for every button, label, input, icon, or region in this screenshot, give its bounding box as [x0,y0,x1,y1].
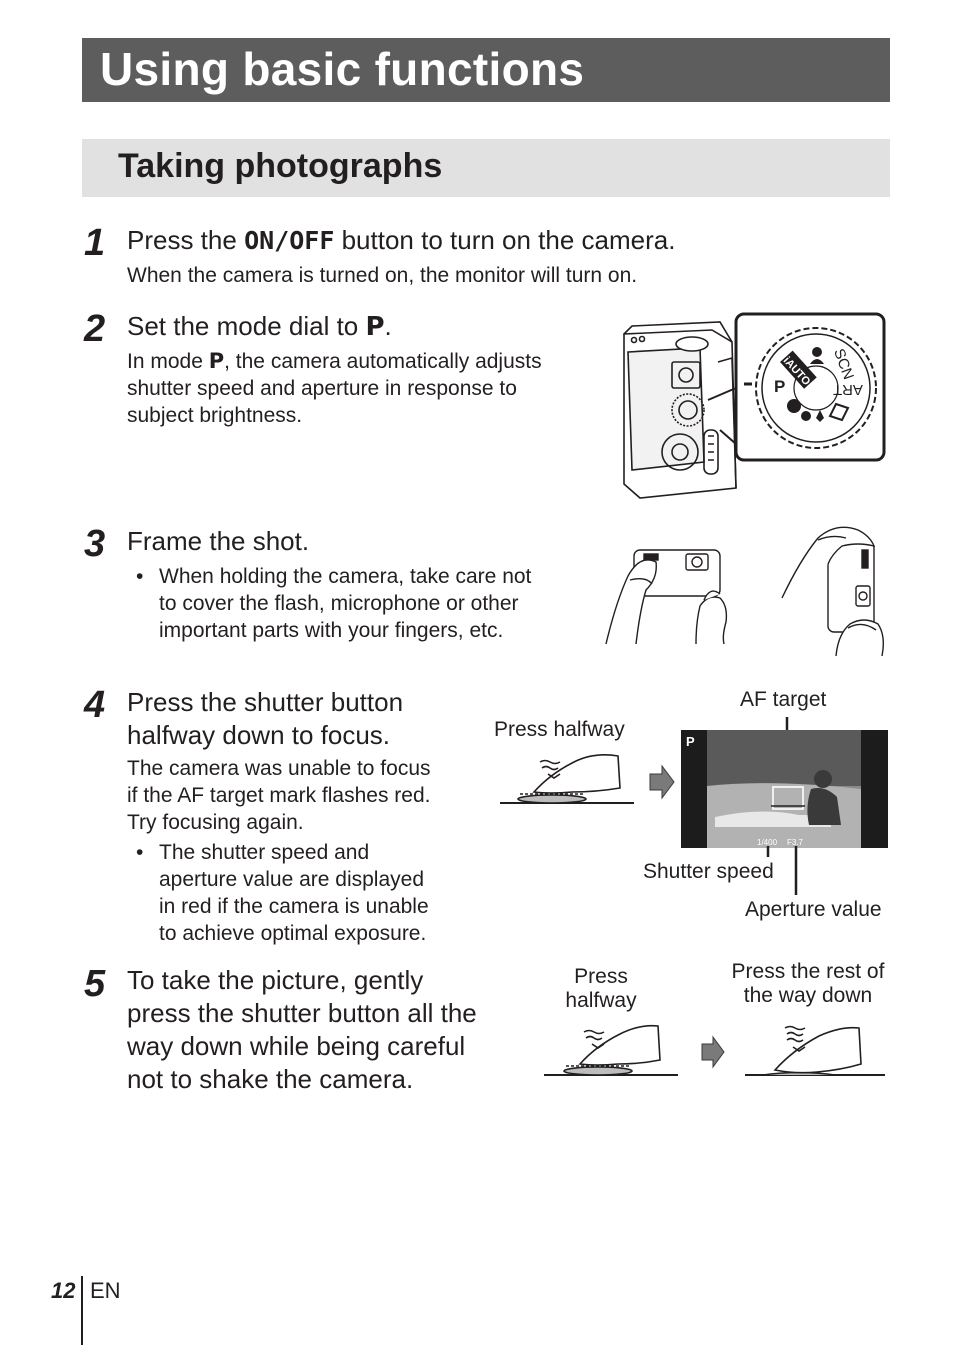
holding-camera-horizontal-illustration [605,549,728,645]
step-5-number: 5 [84,963,106,1005]
step-5-heading: To take the picture, gently press the sh… [127,964,477,1096]
callout-connector [707,387,737,445]
language-code: EN [90,1278,121,1303]
caption-line: the way down [743,984,873,1007]
step-2-heading-pre: Set the mode dial to [127,311,366,341]
step-2-body-line-1-post: , the camera automatically adjusts [224,350,542,373]
camera-top-view [623,321,737,499]
on-off-key: ON/OFF [244,226,335,255]
photo-background-trees [707,730,861,786]
step-2-body-line-1: In mode P, the camera automatically adju… [127,348,542,375]
half-press-finger-illustration-2 [544,1024,678,1076]
dial-label-art: ART [833,381,863,398]
mode-p-symbol: P [365,312,385,342]
arrow-right-icon-2 [701,1035,725,1069]
bullet-dot: • [136,565,144,588]
step-3-number: 3 [84,523,106,565]
mode-p-symbol-inline: P [208,349,225,373]
af-target-frame [772,786,804,810]
step-3-bullet-block: • When holding the camera, take care not… [136,563,586,644]
half-press-finger-illustration [500,754,634,804]
screen-mode-indicator: P [686,734,695,749]
screen-shutter-value: 1/400 [757,838,778,847]
section-title-bar: Taking photographs [82,139,890,197]
step-4-bullet-line: The shutter speed and [159,841,370,864]
full-press-finger-illustration [745,1025,885,1076]
step-2-body-line-3: subject brightness. [127,404,303,427]
arrow-right-icon [649,764,675,800]
chapter-title: Using basic functions [100,43,585,95]
step-2-number: 2 [84,308,106,350]
step-2-body-line-2: shutter speed and aperture in response t… [127,377,517,400]
chapter-title-bar: Using basic functions [82,38,890,102]
dial-photo-story-icon [787,399,811,421]
dial-auto-badge [780,350,817,389]
step-4-body-line: if the AF target mark flashes red. [127,784,431,807]
step-2-body: In mode P, the camera automatically adju… [127,348,542,429]
footer-divider [81,1276,83,1345]
af-target-caption: AF target [740,688,827,711]
step-5-heading-line: press the shutter button all the [127,998,477,1028]
dial-magic-icon [816,410,824,422]
dial-portrait-icon [810,347,824,364]
mode-dial-illustration: P iAUTO SCN ART [623,312,886,499]
step-3-bullet-line: to cover the flash, microphone or other [159,592,519,615]
step-3-bullet-text: When holding the camera, take care not t… [136,563,586,644]
step-1-heading-pre: Press the [127,225,245,255]
dial-movie-icon [828,402,850,422]
caption-line: halfway [565,989,637,1012]
step-5-heading-line: not to shake the camera. [127,1064,414,1094]
dial-label-p: P [774,377,785,396]
page-number: 12 [51,1278,76,1303]
step-1-heading: Press the ON/OFF button to turn on the c… [127,224,675,257]
step-4-heading-line: Press the shutter button [127,687,404,717]
holding-camera-vertical-illustration [781,526,885,657]
step-2-heading-post: . [384,311,392,341]
caption-line: Press the rest of [731,960,885,983]
step-4-number: 4 [84,684,106,726]
step-4-bullet-line: to achieve optimal exposure. [159,922,427,945]
step-4-body-line: The camera was unable to focus [127,757,431,780]
step-4-heading-line: halfway down to focus. [127,720,391,750]
step-4-body-line: Try focusing again. [127,811,304,834]
caption-line: Press [574,965,628,988]
step-4-heading: Press the shutter button halfway down to… [127,686,403,752]
mode-dial: P iAUTO SCN ART [744,327,877,449]
aperture-value-caption: Aperture value [745,898,882,921]
step-5-press-halfway-caption: Press halfway [548,965,654,1013]
step-1-heading-post: button to turn on the camera. [334,225,676,255]
step-4-bullet-block: • The shutter speed and aperture value a… [136,839,466,947]
photo-blanket [715,811,831,827]
step-4-body: The camera was unable to focus if the AF… [127,755,431,836]
step-3-bullet-line: When holding the camera, take care not [159,565,532,588]
step-1-number: 1 [84,222,106,264]
section-title: Taking photographs [118,147,443,185]
press-halfway-caption: Press halfway [494,718,625,741]
step-2-heading: Set the mode dial to P. [127,310,392,344]
step-2-body-pre: In mode [127,350,209,373]
step-5-heading-line: way down while being careful [127,1031,466,1061]
step-4-bullet-text: The shutter speed and aperture value are… [136,839,466,947]
step-4-bullet-line: aperture value are displayed [159,868,425,891]
photo-person [807,770,841,825]
step-5-heading-line: To take the picture, gently [127,965,424,995]
step-3-bullet-line: important parts with your fingers, etc. [159,619,504,642]
press-rest-caption: Press the rest of the way down [718,960,898,1008]
monitor-preview: P 1/400 F3.7 [681,717,888,895]
step-1-body: When the camera is turned on, the monito… [127,264,638,287]
shutter-speed-caption: Shutter speed [643,860,774,883]
screen-aperture-value: F3.7 [787,838,804,847]
step-4-bullet-line: in red if the camera is unable [159,895,429,918]
bullet-dot: • [136,841,144,864]
step-3-heading: Frame the shot. [127,526,310,556]
